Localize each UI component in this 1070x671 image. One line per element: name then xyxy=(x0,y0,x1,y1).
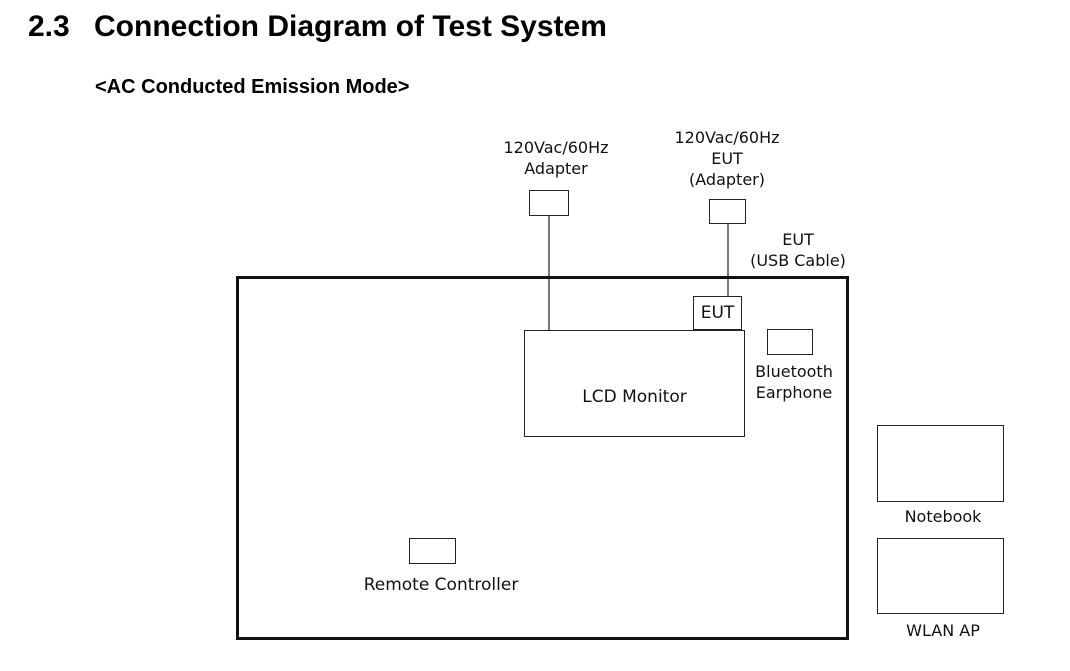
usb-cable-label: EUT (USB Cable) xyxy=(750,230,846,270)
eut-adapter-label: 120Vac/60Hz EUT (Adapter) xyxy=(674,128,780,189)
wlan-ap-box xyxy=(877,538,1004,614)
wlan-ap-label: WLAN AP xyxy=(906,621,980,640)
eut-adapter-cable xyxy=(727,224,729,296)
bluetooth-earphone-label: Bluetooth Earphone xyxy=(755,362,833,402)
eut-adapter-box xyxy=(709,199,746,224)
notebook-box xyxy=(877,425,1004,502)
mode-label: <AC Conducted Emission Mode> xyxy=(95,76,410,98)
bluetooth-earphone-box xyxy=(767,329,813,355)
test-room-boundary xyxy=(236,276,849,640)
adapter-cable xyxy=(548,216,550,330)
remote-controller-box xyxy=(409,538,456,564)
eut-box: EUT xyxy=(693,296,742,330)
section-heading: 2.3 Connection Diagram of Test System xyxy=(28,10,607,44)
notebook-label: Notebook xyxy=(904,507,982,526)
adapter-box xyxy=(529,190,569,216)
lcd-monitor-box: LCD Monitor xyxy=(524,330,745,437)
section-title: Connection Diagram of Test System xyxy=(94,10,607,43)
remote-controller-label: Remote Controller xyxy=(363,575,519,595)
section-number: 2.3 xyxy=(28,10,70,43)
adapter-label: 120Vac/60Hz Adapter xyxy=(503,138,609,178)
